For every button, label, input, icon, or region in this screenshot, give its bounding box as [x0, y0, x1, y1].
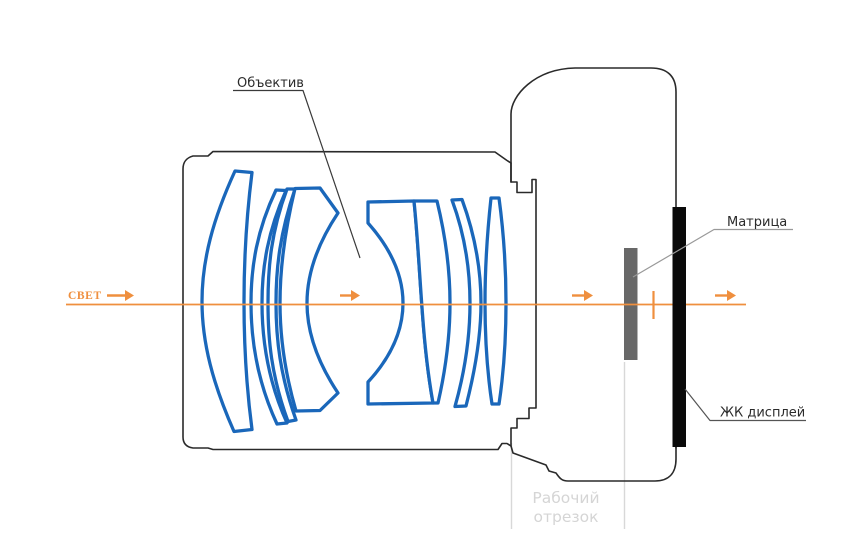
lens-element-4	[278, 186, 340, 413]
arrow-head-icon	[727, 290, 736, 301]
arrow-head-icon	[351, 290, 360, 301]
light-arrow-1	[107, 290, 134, 301]
sensor-label: Матрица	[727, 215, 787, 230]
lens-element-8	[483, 196, 508, 406]
working-distance-line1: Рабочий	[532, 489, 599, 507]
lens-barrel-outline	[182, 150, 677, 482]
lens-elements	[200, 169, 508, 434]
working-distance-line2: отрезок	[534, 508, 599, 526]
arrow-head-icon	[125, 290, 134, 301]
lens-label: Объектив	[237, 76, 304, 91]
light-label: СВЕТ	[68, 290, 102, 302]
lens-element-6	[412, 199, 452, 405]
lens-element-3	[266, 187, 298, 424]
light-arrow-3	[572, 290, 593, 301]
working-distance-label: Рабочий отрезок	[532, 489, 599, 526]
arrow-head-icon	[584, 290, 593, 301]
light-arrow-2	[340, 290, 360, 301]
lens-leader-line	[233, 89, 361, 259]
sensor-leader-line	[632, 228, 793, 278]
camera-body-outline	[510, 67, 677, 449]
lcd-leader-line	[684, 388, 806, 422]
lens-element-7	[450, 197, 483, 409]
lcd-label: ЖК дисплей	[720, 406, 805, 421]
lens-element-1	[200, 169, 254, 434]
lens-element-2	[249, 188, 289, 426]
lcd-bar	[672, 207, 686, 447]
light-arrow-4	[715, 290, 736, 301]
lens-mount-wall	[510, 162, 537, 447]
